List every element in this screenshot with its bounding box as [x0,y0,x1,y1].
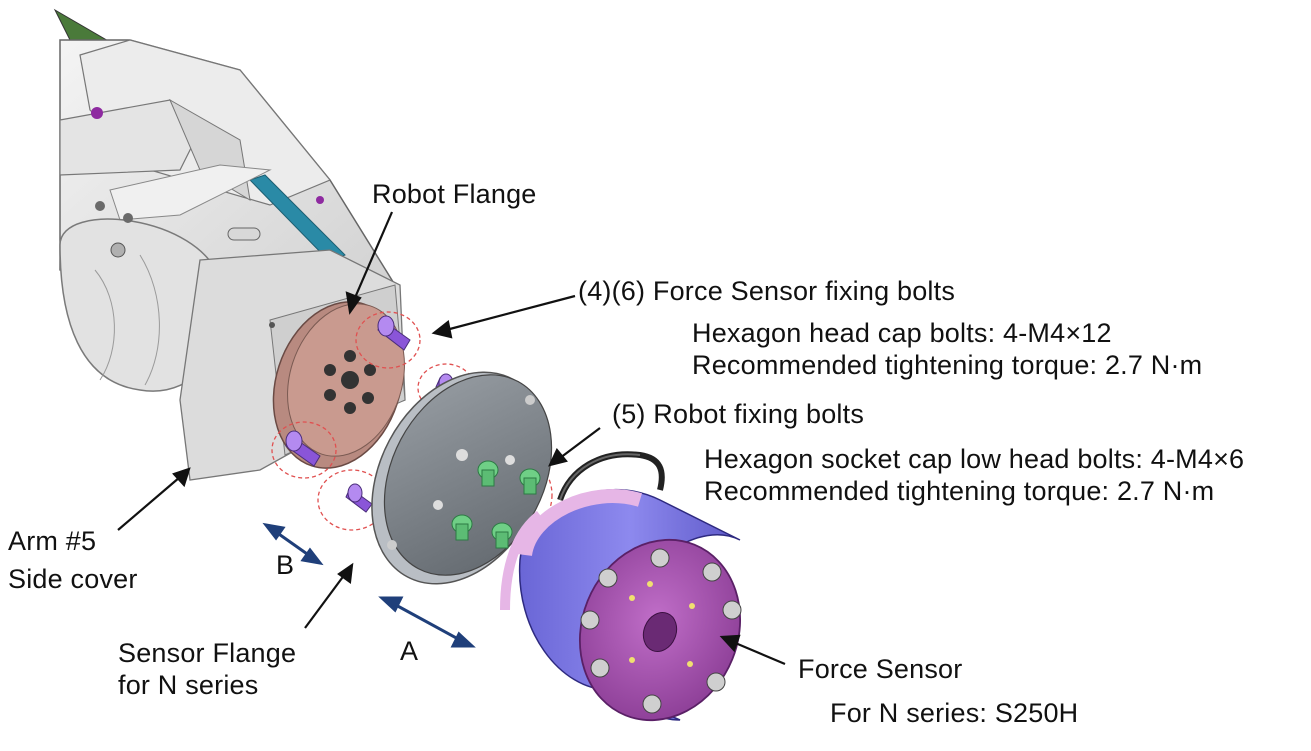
label-arrow-a: A [400,636,419,666]
robot-fixing-bolts [451,460,541,549]
label-arrow-b: B [276,550,295,580]
robot-flange-disc [272,301,405,469]
motion-arrow-b [262,522,324,566]
label-robot-bolts-title: (5) Robot fixing bolts [612,399,865,429]
motion-arrow-a [378,596,476,648]
label-arm-5: Arm #5 [8,526,97,556]
label-robot-bolts-torque: Recommended tightening torque: 2.7 N·m [704,476,1215,506]
force-sensor-body [500,451,742,722]
label-fixing-bolts-torque: Recommended tightening torque: 2.7 N·m [692,350,1203,380]
leader-lines [117,211,786,666]
label-sensor-flange-series: for N series [118,670,259,700]
label-fixing-bolts-spec: Hexagon head cap bolts: 4-M4×12 [692,318,1112,348]
label-force-sensor-model: For N series: S250H [830,698,1079,728]
label-robot-flange: Robot Flange [372,179,537,209]
label-robot-bolts-spec: Hexagon socket cap low head bolts: 4-M4×… [704,444,1245,474]
label-fixing-bolts-title: (4)(6) Force Sensor fixing bolts [578,276,956,306]
label-side-cover: Side cover [8,564,138,594]
label-force-sensor: Force Sensor [798,654,963,684]
label-sensor-flange: Sensor Flange [118,638,297,668]
